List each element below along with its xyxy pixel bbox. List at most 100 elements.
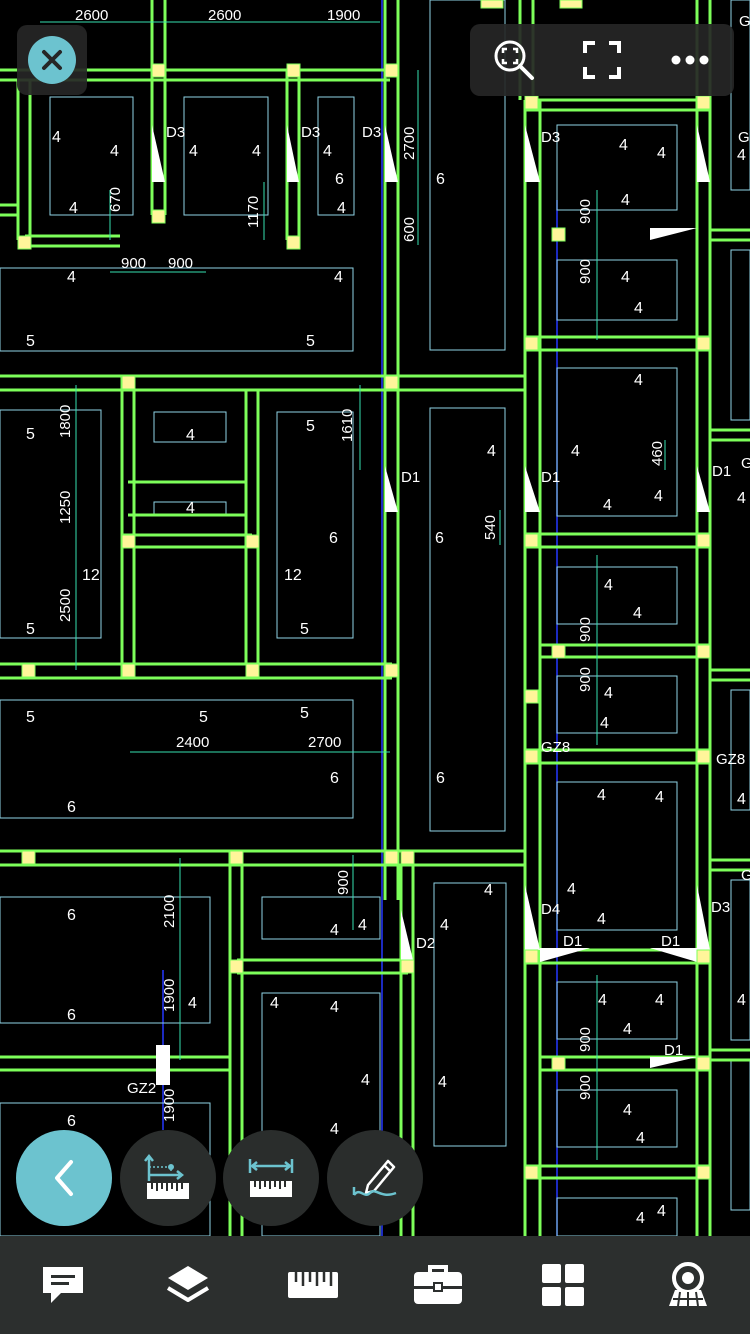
element-label: G	[741, 455, 750, 472]
dim-label: 1900	[161, 979, 178, 1012]
zoom-fit-icon	[494, 40, 534, 80]
room-mark: 4	[597, 787, 606, 804]
dim-label: 900	[577, 1075, 594, 1100]
room-mark: 4	[270, 995, 279, 1012]
room-mark: 4	[621, 269, 630, 286]
room-mark: 4	[186, 427, 195, 444]
panorama-button[interactable]	[648, 1245, 728, 1325]
room-mark: 4	[567, 881, 576, 898]
grid-icon	[541, 1264, 584, 1306]
dim-label: 1900	[327, 7, 360, 24]
coordinate-measure-button[interactable]	[120, 1130, 216, 1226]
room-mark: 4	[110, 143, 119, 160]
view-toolbar	[470, 24, 734, 96]
room-mark: 6	[436, 171, 445, 188]
comments-button[interactable]	[23, 1245, 103, 1325]
element-label: D1	[401, 469, 420, 486]
room-mark: 4	[636, 1210, 645, 1227]
element-label: D1	[661, 933, 680, 950]
dim-label: 900	[577, 1027, 594, 1052]
dim-label: 2700	[308, 734, 341, 751]
dim-label: 900	[168, 255, 193, 272]
room-marks: 4 4 4 4 4 4 4 4 4 4 4 4 4 4 4 4 4 4 4 4 …	[26, 129, 746, 1227]
room-mark: 4	[598, 992, 607, 1009]
dim-label: 900	[577, 667, 594, 692]
room-mark: 4	[571, 443, 580, 460]
dim-label: 900	[335, 870, 352, 895]
dim-label: 460	[649, 441, 666, 466]
panorama-icon	[668, 1262, 707, 1307]
dim-label: 2600	[75, 7, 108, 24]
room-mark: 4	[484, 882, 493, 899]
room-mark: 4	[633, 605, 642, 622]
dim-label: 1800	[57, 405, 74, 438]
room-mark: 6	[67, 907, 76, 924]
dimension-lines	[40, 21, 666, 1160]
room-mark: 4	[737, 490, 746, 507]
room-mark: 5	[300, 621, 309, 638]
fullscreen-icon	[583, 41, 621, 79]
room-mark: 4	[737, 791, 746, 808]
dim-label: 1170	[245, 196, 262, 228]
distance-measure-icon	[248, 1159, 294, 1197]
room-mark: 4	[252, 143, 261, 160]
dim-label: 1250	[57, 491, 74, 524]
element-label: D1	[712, 463, 731, 480]
apps-button[interactable]	[523, 1245, 603, 1325]
room-mark: 4	[604, 685, 613, 702]
back-button[interactable]	[16, 1130, 112, 1226]
close-icon	[28, 36, 76, 84]
dimension-texts: 2600 2600 1900 2700 600 670 1170 900 900…	[57, 7, 666, 1122]
annotate-button[interactable]	[327, 1130, 423, 1226]
element-label: D4	[541, 901, 560, 918]
more-icon	[671, 55, 709, 65]
room-mark: 4	[186, 500, 195, 517]
bottom-toolbar	[0, 1236, 750, 1334]
room-mark: 4	[621, 192, 630, 209]
element-label: D2	[416, 935, 435, 952]
distance-measure-button[interactable]	[223, 1130, 319, 1226]
column-nodes	[17, 0, 711, 1180]
room-mark: 4	[69, 200, 78, 217]
room-mark: 5	[306, 418, 315, 435]
fullscreen-button[interactable]	[567, 28, 637, 92]
room-mark: 4	[623, 1021, 632, 1038]
back-chevron-icon	[55, 1160, 73, 1196]
room-mark: 5	[300, 705, 309, 722]
room-mark: 4	[440, 917, 449, 934]
room-mark: 4	[634, 372, 643, 389]
zoom-fit-button[interactable]	[479, 28, 549, 92]
room-mark: 4	[600, 715, 609, 732]
close-button[interactable]	[17, 25, 87, 95]
element-label: GZ8	[541, 739, 570, 756]
room-mark: 5	[26, 709, 35, 726]
measure-button[interactable]	[273, 1245, 353, 1325]
toolbox-icon	[413, 1265, 462, 1304]
room-mark: 4	[604, 577, 613, 594]
dim-label: 900	[577, 199, 594, 224]
element-label: GZ8	[716, 751, 745, 768]
room-mark: 4	[330, 922, 339, 939]
element-label: D3	[362, 124, 381, 141]
room-mark: 4	[654, 488, 663, 505]
more-button[interactable]	[655, 28, 725, 92]
room-mark: 6	[67, 1113, 76, 1130]
room-mark: 4	[52, 129, 61, 146]
room-mark: 6	[330, 770, 339, 787]
room-mark: 4	[623, 1102, 632, 1119]
dim-label: 1900	[161, 1089, 178, 1122]
room-mark: 4	[323, 143, 332, 160]
element-label: D3	[711, 899, 730, 916]
room-mark: 12	[284, 567, 302, 584]
toolbox-button[interactable]	[398, 1245, 478, 1325]
room-mark: 4	[655, 789, 664, 806]
dim-label: 2400	[176, 734, 209, 751]
layers-button[interactable]	[148, 1245, 228, 1325]
room-mark: 4	[636, 1130, 645, 1147]
layers-icon	[166, 1266, 209, 1302]
room-mark: 4	[361, 1072, 370, 1089]
room-mark: 4	[487, 443, 496, 460]
room-mark: 4	[438, 1074, 447, 1091]
dim-label: 1610	[339, 409, 356, 442]
